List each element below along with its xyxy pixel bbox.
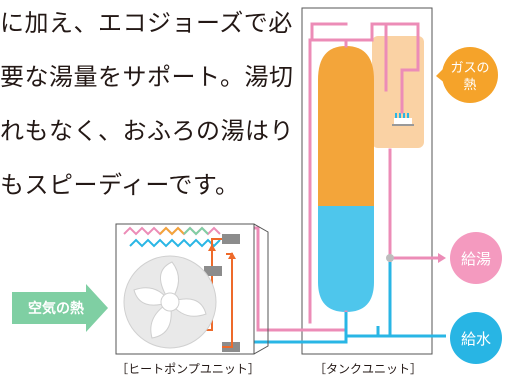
- description-line-3: れもなく、おふろの湯はり: [0, 117, 294, 145]
- heat-pump-unit-label: ［ヒートポンプユニット］: [116, 362, 260, 376]
- heat-exchanger-coil-green: [183, 226, 209, 236]
- gas-heat-label-2: 熱: [463, 78, 476, 93]
- refrigerant-arrow: [228, 252, 236, 259]
- air-heat-arrow: [12, 284, 108, 332]
- fan-icon: [123, 255, 217, 349]
- compressor-block-mid: [204, 266, 222, 276]
- heat-exchanger-coil-blue: [129, 238, 221, 248]
- tank-hot-pipe-loop: [308, 22, 388, 324]
- water-supply-label: 給水: [461, 330, 491, 348]
- description-line-1: に加え、エコジョーズで必: [0, 9, 293, 37]
- burner-icon: [392, 113, 414, 126]
- hot-water-badge: [450, 232, 502, 284]
- description-line-4: もスピーディーです。: [0, 171, 240, 199]
- hot-water-tank: [318, 46, 374, 312]
- hot-water-supply-label: 給湯: [461, 250, 491, 268]
- mix-valve: [386, 254, 394, 262]
- gas-heat-badge-pointer: [436, 66, 446, 84]
- air-heat-label: 空気の熱: [28, 300, 84, 317]
- compressor-block-top: [222, 234, 240, 244]
- description-line-2: 要な湯量をサポート。湯切: [0, 63, 294, 91]
- hot-water-arrow: [438, 253, 446, 263]
- refrigerant-arrow-2: [208, 244, 216, 251]
- tank-unit-label: ［タンクユニット］: [314, 362, 422, 376]
- heat-exchanger-coil-mix: [159, 226, 185, 236]
- gas-heat-badge: [442, 47, 498, 103]
- gas-unit-pipe: [384, 22, 420, 114]
- water-supply-badge: [450, 312, 502, 364]
- gas-heat-label-1: ガスの: [450, 61, 489, 76]
- eco-jozu-box: [372, 36, 424, 148]
- refrigerant-pipe: [211, 238, 233, 348]
